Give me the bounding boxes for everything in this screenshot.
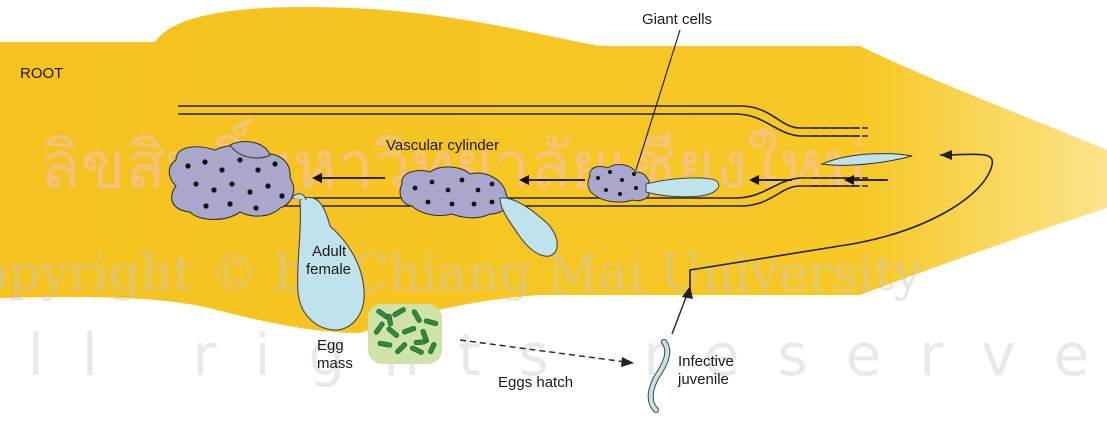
- label-adult-female-1: Adult: [312, 243, 347, 260]
- watermark-copyright: Copyright © by Chiang Mai University: [0, 244, 923, 302]
- label-infective-juvenile-1: Infective: [678, 353, 734, 370]
- label-infective-juvenile-2: juvenile: [677, 371, 729, 388]
- egg-mass: [368, 304, 442, 364]
- label-adult-female-2: female: [306, 261, 351, 278]
- label-egg-mass-1: Egg: [317, 337, 344, 354]
- label-giant-cells: Giant cells: [642, 11, 712, 28]
- label-eggs-hatch: Eggs hatch: [498, 374, 573, 391]
- label-root: ROOT: [20, 65, 63, 82]
- label-egg-mass-2: mass: [317, 355, 353, 372]
- label-vascular-cylinder: Vascular cylinder: [386, 137, 499, 154]
